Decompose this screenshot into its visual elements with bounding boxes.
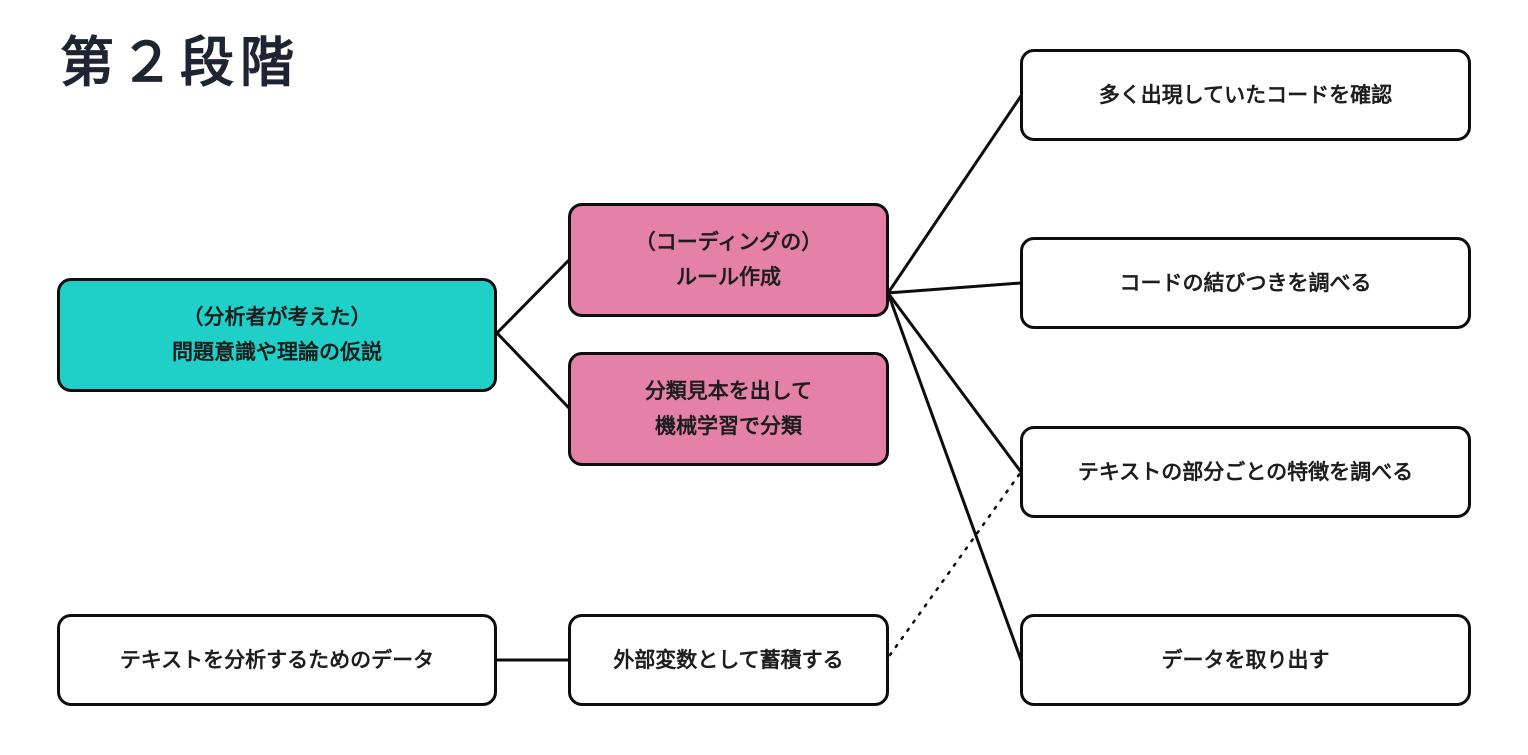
rules-line1: （コーディングの）	[634, 230, 823, 255]
connector-rules-features	[886, 291, 1023, 474]
frequent-codes-label: 多く出現していたコードを確認	[1098, 82, 1393, 107]
extract-data-label: データを取り出す	[1161, 647, 1330, 672]
extract-data-node: データを取り出す	[1020, 614, 1471, 706]
connector-hypothesis-ml	[495, 331, 571, 410]
frequent-codes-node: 多く出現していたコードを確認	[1020, 49, 1471, 141]
text-data-node: テキストを分析するためのデータ	[57, 614, 497, 706]
external-variable-label: 外部変数として蓄積する	[613, 647, 844, 672]
rules-node: （コーディングの） ルール作成	[568, 203, 889, 317]
page-title: 第２段階	[60, 31, 300, 94]
connector-hypothesis-rules	[495, 258, 571, 335]
code-links-node: コードの結びつきを調べる	[1020, 237, 1471, 329]
text-data-label: テキストを分析するためのデータ	[119, 647, 435, 672]
connector-rules-links	[886, 281, 1023, 295]
hypothesis-line1: （分析者が考えた）	[182, 305, 372, 330]
code-links-label: コードの結びつきを調べる	[1119, 270, 1372, 295]
ml-line1: 分類見本を出して	[644, 379, 813, 404]
ml-line2: 機械学習で分類	[655, 414, 802, 438]
external-variable-node: 外部変数として蓄積する	[568, 614, 889, 706]
hypothesis-node: （分析者が考えた） 問題意識や理論の仮説	[57, 278, 497, 392]
ml-node: 分類見本を出して 機械学習で分類	[568, 352, 889, 466]
part-features-node: テキストの部分ごとの特徴を調べる	[1020, 426, 1471, 518]
rules-line2: ルール作成	[676, 265, 781, 289]
connector-rules-frequent	[886, 94, 1023, 295]
connector-external-features-dotted	[888, 470, 1023, 657]
connector-rules-extract	[886, 291, 1023, 662]
part-features-label: テキストの部分ごとの特徴を調べる	[1077, 459, 1414, 484]
hypothesis-line2: 問題意識や理論の仮説	[172, 340, 382, 364]
